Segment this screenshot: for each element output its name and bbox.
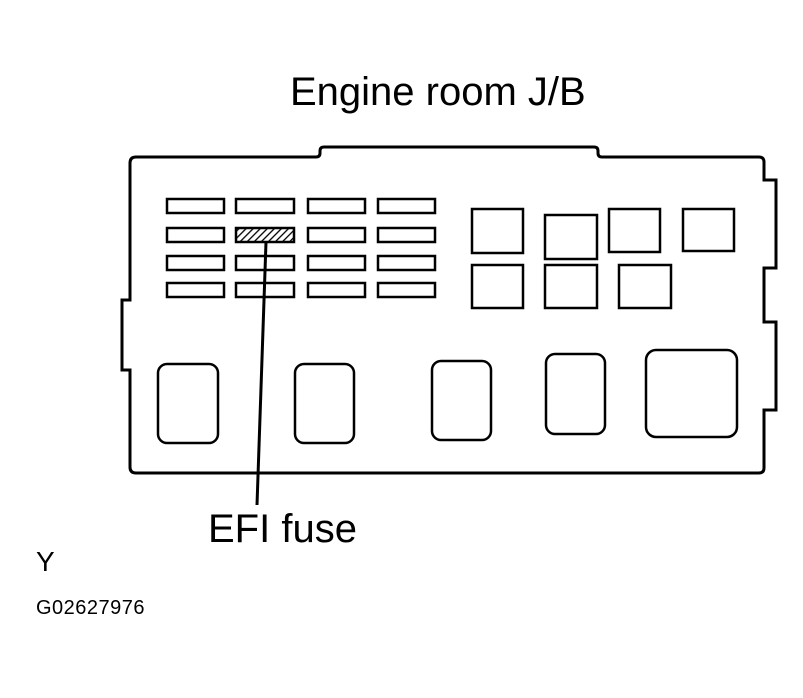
fuse bbox=[376, 254, 437, 272]
socket-group bbox=[156, 348, 739, 445]
socket bbox=[430, 359, 493, 442]
socket bbox=[544, 352, 607, 436]
relay bbox=[607, 207, 662, 254]
socket bbox=[156, 362, 220, 445]
socket bbox=[644, 348, 739, 439]
relay bbox=[470, 263, 525, 310]
fuse bbox=[306, 197, 367, 215]
relay bbox=[543, 263, 599, 310]
view-letter: Y bbox=[36, 546, 55, 577]
fuse-row-2 bbox=[165, 226, 437, 244]
fuse-row-4 bbox=[165, 281, 437, 299]
callout-leader-line bbox=[255, 241, 268, 506]
fuse bbox=[234, 197, 296, 215]
efi-fuse bbox=[234, 226, 296, 244]
relay bbox=[470, 207, 525, 255]
fuse bbox=[165, 254, 226, 272]
fuse-row-3 bbox=[165, 254, 437, 272]
fuse-row-1 bbox=[165, 197, 437, 215]
junction-block-housing bbox=[120, 145, 778, 475]
relay bbox=[543, 213, 599, 261]
fuse bbox=[165, 226, 226, 244]
efi-fuse-label: EFI fuse bbox=[208, 507, 357, 551]
socket bbox=[293, 362, 356, 445]
relay-group bbox=[470, 207, 736, 310]
fuse bbox=[306, 254, 367, 272]
relay bbox=[617, 263, 673, 310]
fuse bbox=[306, 226, 367, 244]
fuse bbox=[376, 226, 437, 244]
fuse bbox=[376, 197, 437, 215]
fuse bbox=[306, 281, 367, 299]
relay bbox=[681, 207, 736, 253]
fuse bbox=[376, 281, 437, 299]
fuse bbox=[165, 281, 226, 299]
fuse bbox=[165, 197, 226, 215]
figure-code: G02627976 bbox=[36, 597, 146, 619]
diagram-title: Engine room J/B bbox=[290, 70, 586, 114]
